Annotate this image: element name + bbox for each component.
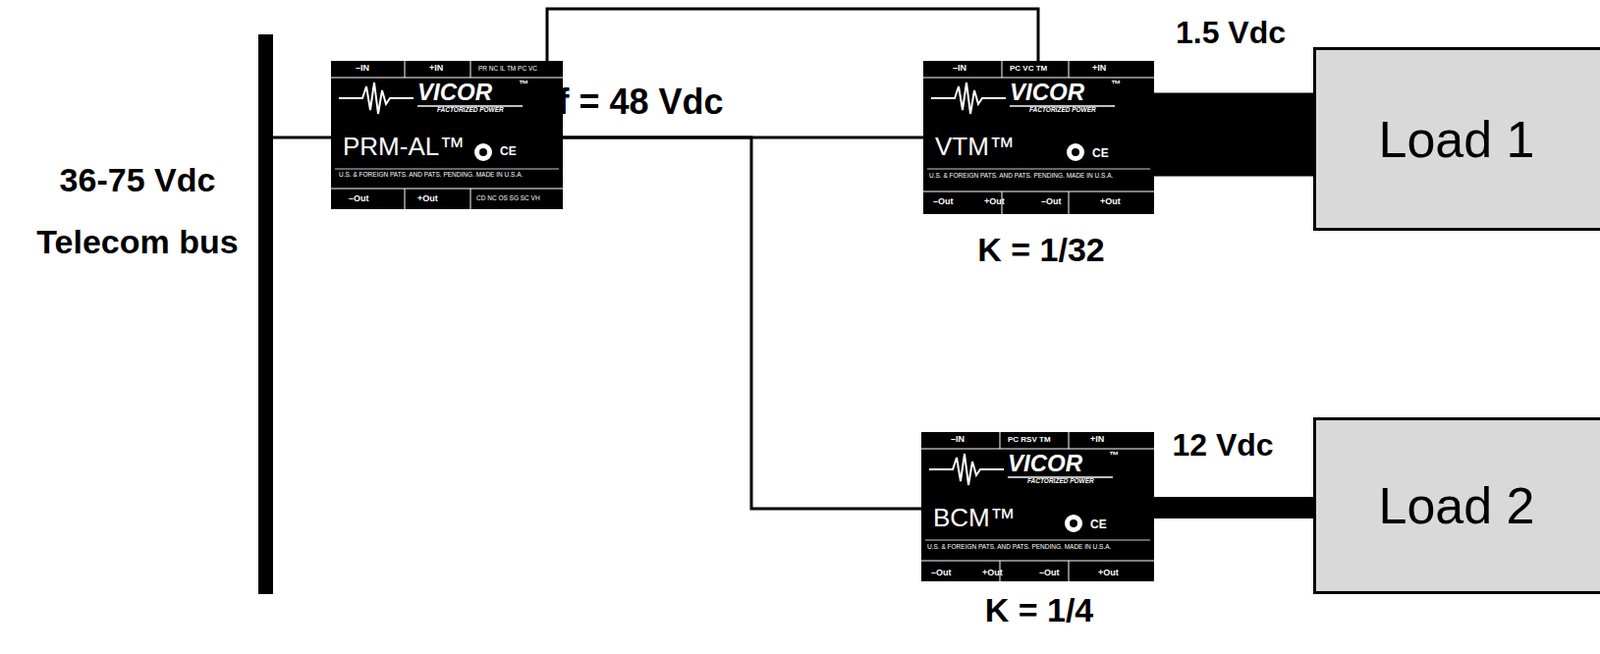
module-text: +Out [984,197,1005,207]
module-text: +Out [982,568,1003,578]
module-text: VICOR [1007,451,1083,476]
module-text: –Out [1041,197,1062,207]
module-text: FACTORIZED POWER [437,107,504,114]
bus-wire [273,136,334,140]
load-box: Load 1 [1313,47,1600,231]
module-text: +Out [1098,568,1119,578]
load-label: Load 1 [1378,110,1535,169]
module-text: ™ [518,79,529,90]
module-text: CD NC OS SG SC VH [476,195,541,203]
module-text: FACTORIZED POWER [1029,107,1097,114]
load-label: Load 2 [1378,476,1535,536]
module-text: CE [1092,147,1109,160]
module-text: PRM-AL™ [342,133,465,160]
module-text: –Out [931,568,952,578]
power-connector [1154,93,1314,177]
telecom-bus-bar [258,34,274,595]
prm-module: –IN +IN PR NC IL TM PC VC VICOR ™ FACTORIZED … [331,60,563,210]
bcm-module: –IN PC RSV TM +IN VICOR ™ FACTORIZED POWER BCM… [921,432,1155,582]
module-text: –Out [1039,568,1060,578]
edge-label: Vf = 48 Vdc [533,82,723,122]
power-connector [547,8,1039,61]
text-label: Telecom bus [36,223,238,261]
module-text: –Out [348,194,370,204]
module-text: VICOR [417,80,493,105]
module-text: PR NC IL TM PC VC [478,65,538,73]
load-box: Load 2 [1313,417,1600,595]
module-text: –Out [933,197,954,207]
module-text: FACTORIZED POWER [1027,478,1095,486]
module-text: +IN [1090,435,1104,444]
module-text: VICOR [1009,80,1085,105]
module-text: –IN [355,63,370,73]
module-text: U.S. & FOREIGN PATS. AND PATS. PENDING. … [929,172,1113,180]
module-text: –IN [950,435,965,444]
module-text: CE [1090,518,1107,531]
module-text: U.S. & FOREIGN PATS. AND PATS. PENDING. … [338,171,523,179]
module-text: VTM™ [935,133,1015,160]
module-text: ™ [1108,450,1119,461]
power-connector [562,137,922,509]
text-label: K = 1/4 [985,592,1095,629]
power-connector [1154,496,1314,519]
edge-label: 12 Vdc [1171,428,1273,463]
module-text: U.S. & FOREIGN PATS. AND PATS. PENDING. … [927,544,1111,552]
module-text: PC VC TM [1009,64,1048,73]
text-label: K = 1/32 [977,231,1104,269]
module-text: +Out [1100,197,1121,207]
module-text: PC RSV TM [1007,436,1051,444]
module-text: BCM™ [933,504,1016,531]
module-text: +Out [417,194,439,204]
vtm-module: –IN PC VC TM +IN VICOR ™ FACTORIZED POWER VTM™… [923,60,1155,215]
module-text: +IN [429,63,443,73]
module-text: +IN [1092,63,1106,73]
module-text: CE [499,145,517,158]
edge-label: 1.5 Vdc [1175,15,1286,51]
module-text: ™ [1110,79,1121,90]
module-text: –IN [952,63,967,73]
text-label: 36-75 Vdc [59,162,217,199]
